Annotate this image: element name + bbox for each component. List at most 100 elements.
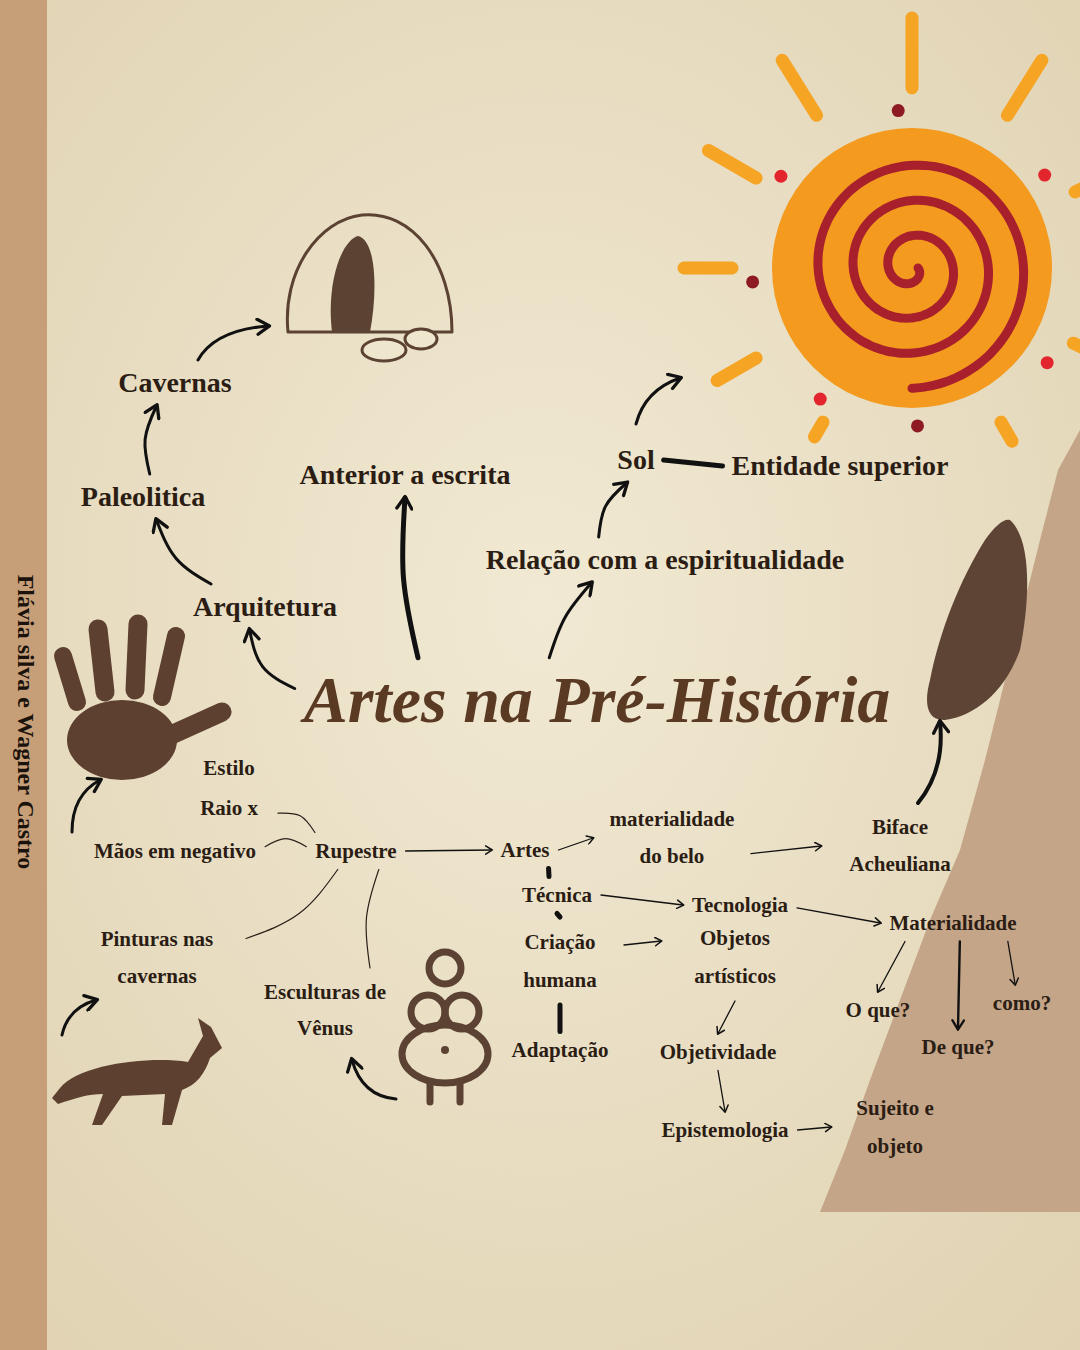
topic-label: Mãos em negativo [89, 837, 261, 866]
sun-dot [814, 393, 827, 406]
arrow-from-venus [352, 1060, 396, 1099]
topic-label: Sol [612, 441, 659, 479]
topic-label: Criação humana [500, 921, 620, 1001]
sun-disk [772, 128, 1052, 408]
hand-thumb [160, 712, 222, 740]
connector-arrow [145, 406, 157, 474]
deer-painting [52, 1018, 222, 1125]
topic-label: Técnica [517, 881, 597, 910]
topic-label: Objetos artísticos [665, 917, 805, 997]
hand-finger [98, 629, 105, 692]
topic-label: Estilo Raio x [184, 746, 274, 830]
venus-leg [427, 1084, 434, 1102]
topic-label: De que? [917, 1033, 1000, 1062]
topic-label: Sujeito e objeto [835, 1087, 955, 1167]
node-text: Adaptação [512, 1038, 609, 1063]
node-text: Estilo Raio x [189, 748, 269, 828]
topic-label: Entidade superior [726, 447, 953, 485]
stone-biface [927, 520, 1027, 720]
sun-ray [906, 18, 919, 88]
sun-ray [815, 422, 824, 437]
topic-label: materialidade do belo [597, 799, 747, 877]
node-text: Objetos artísticos [670, 919, 800, 995]
connector-line [366, 870, 379, 969]
venus-leg [457, 1084, 464, 1102]
connector-arrow [156, 520, 211, 584]
sun-ray [1073, 343, 1080, 354]
node-text: Técnica [522, 883, 592, 908]
node-text: Criação humana [505, 923, 615, 999]
topic-label: Artes [496, 836, 555, 865]
topic-label: Cavernas [113, 364, 237, 402]
sun-dot [911, 419, 924, 432]
cave-rock [405, 329, 437, 349]
torn-paper [820, 430, 1080, 1212]
node-text: Artes na Pré-História [304, 664, 891, 737]
sun-ray [708, 151, 756, 179]
connector-arrow [1008, 942, 1015, 985]
venus-hips [402, 1025, 488, 1083]
topic-label: Materialidade [884, 909, 1021, 938]
hand-finger [135, 624, 138, 690]
connector-arrow [878, 942, 905, 992]
venus-navel [441, 1046, 449, 1054]
sun-symbol [684, 18, 1080, 441]
arrow-to-deer [62, 1000, 96, 1035]
node-text: Sol [617, 443, 654, 477]
sun-ray [1075, 179, 1080, 192]
node-text: Esculturas de Vênus [240, 974, 410, 1046]
connector-line [546, 869, 551, 877]
node-text: como? [993, 991, 1051, 1016]
connector-line [558, 1005, 563, 1032]
connector-arrow [601, 895, 683, 905]
venus-figure [402, 952, 488, 1102]
topic-label: Biface Acheuliana [825, 807, 975, 885]
sun-ray [782, 60, 816, 115]
picture-arrows [62, 326, 941, 1099]
node-text: O que? [846, 998, 911, 1023]
topic-label: Arquitetura [188, 588, 342, 626]
connector-arrow [250, 630, 295, 689]
connector-arrow [798, 1127, 831, 1130]
sun-dot [892, 104, 905, 117]
connector-arrow [406, 850, 492, 851]
node-text: Objetividade [660, 1040, 777, 1065]
node-text: materialidade do belo [602, 801, 742, 875]
hand-finger [162, 636, 176, 697]
node-text: Materialidade [889, 911, 1016, 936]
node-text: Rupestre [315, 839, 396, 864]
connector-line [246, 870, 338, 939]
sun-ray [1007, 60, 1041, 115]
connector-line [557, 914, 560, 918]
node-text: Biface Acheuliana [830, 809, 970, 883]
node-text: Tecnologia [692, 893, 788, 918]
sun-ray [1001, 422, 1012, 441]
connector-arrow [958, 942, 960, 1029]
connector-arrow [718, 1001, 735, 1034]
topic-label: Tecnologia [687, 891, 793, 920]
connector-arrow [797, 908, 880, 923]
connectors [145, 406, 1015, 1130]
node-text: Sujeito e objeto [840, 1089, 950, 1165]
sun-dot [746, 275, 759, 288]
connector-line [664, 460, 723, 466]
connector-arrow [549, 583, 591, 658]
venus-head [429, 952, 461, 984]
cave-rock [362, 339, 406, 361]
topic-label: Rupestre [310, 837, 401, 866]
node-text: Relação com a espiritualidade [486, 543, 845, 577]
node-text: Anterior a escrita [300, 458, 511, 492]
hand-finger [63, 656, 77, 702]
cave-opening [331, 236, 375, 332]
node-text: Epistemologia [661, 1118, 788, 1143]
node-text: Paleolitica [81, 480, 205, 514]
topic-label: Adaptação [507, 1036, 614, 1065]
hand-icon [63, 624, 222, 780]
topic-label: O que? [841, 996, 916, 1025]
cave-icon [287, 215, 452, 332]
node-text: Pinturas nas cavernas [77, 921, 237, 995]
arrow-to-sun [636, 378, 680, 424]
